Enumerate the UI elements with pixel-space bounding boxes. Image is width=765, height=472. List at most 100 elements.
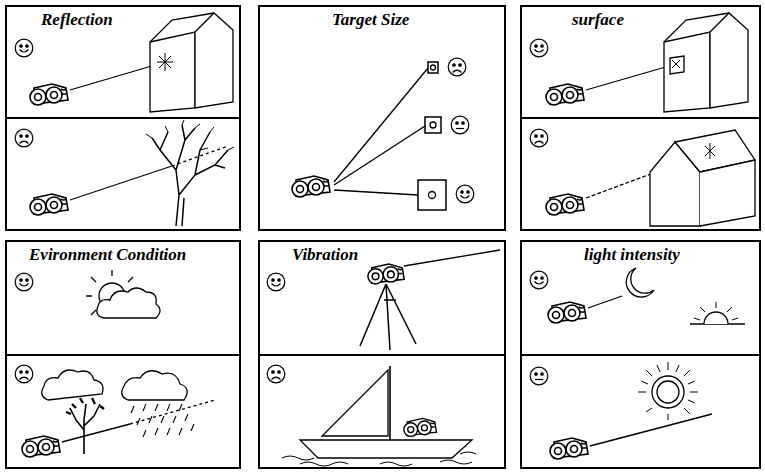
art-path xyxy=(97,288,160,318)
art-path xyxy=(664,32,710,112)
art-path xyxy=(322,370,388,436)
panel-box: surface xyxy=(520,5,761,231)
art-use xyxy=(15,129,33,147)
panel-box: Vibration xyxy=(258,240,506,469)
art-line xyxy=(334,126,425,185)
art-use xyxy=(456,185,474,203)
panel-title: Target Size xyxy=(330,10,411,30)
art-line xyxy=(130,400,215,424)
art-path xyxy=(300,440,472,458)
light-good xyxy=(530,268,745,324)
art-use xyxy=(15,273,33,291)
art-path xyxy=(704,312,728,324)
art-path xyxy=(150,13,214,42)
art-path xyxy=(146,120,234,150)
art-use xyxy=(546,84,584,105)
art-line xyxy=(334,190,418,195)
art-path xyxy=(389,366,391,440)
art-path xyxy=(150,32,195,112)
art-circle xyxy=(430,122,436,128)
art-line xyxy=(5,354,240,356)
art-path xyxy=(638,362,698,420)
panel-box: light intensity xyxy=(520,240,761,469)
art-line xyxy=(62,424,130,442)
art-path xyxy=(694,302,738,320)
art-use xyxy=(267,365,285,383)
panel-divider xyxy=(5,118,760,355)
art-use xyxy=(368,264,404,284)
environment-good xyxy=(15,270,160,318)
art-circle xyxy=(429,192,436,199)
art-use xyxy=(30,194,68,215)
art-path xyxy=(157,53,173,71)
art-path xyxy=(670,56,684,74)
art-rect xyxy=(428,62,438,73)
vibration-good xyxy=(267,250,500,350)
art-use xyxy=(548,302,586,323)
art-path xyxy=(710,13,748,108)
art-use xyxy=(404,418,437,436)
panel-title: light intensity xyxy=(582,245,682,265)
art-use xyxy=(546,194,584,215)
art-path xyxy=(122,371,187,400)
art-path xyxy=(195,13,233,108)
panel-box: Target Size xyxy=(258,5,506,231)
art-line xyxy=(70,63,162,90)
art-use xyxy=(451,116,469,134)
art-rect xyxy=(425,117,441,133)
art-use xyxy=(22,436,60,457)
art-rect xyxy=(418,180,446,210)
art-use xyxy=(550,438,588,459)
reflection-bad xyxy=(15,120,234,226)
art-path xyxy=(700,160,755,226)
panel-box: Reflection xyxy=(5,5,241,231)
art-line xyxy=(5,117,240,119)
panel-title: Evironment Condition xyxy=(27,245,188,265)
panel-box: Evironment Condition xyxy=(5,240,241,469)
art-use xyxy=(448,58,466,76)
art-use xyxy=(267,273,285,291)
light-bad xyxy=(530,362,712,459)
art-path xyxy=(360,284,416,350)
surface-good xyxy=(530,13,748,112)
art-line xyxy=(586,64,676,90)
art-use xyxy=(292,176,330,197)
art-path xyxy=(42,370,103,400)
art-use xyxy=(15,39,33,57)
panel-title: Vibration xyxy=(290,245,360,265)
art-path xyxy=(152,125,228,226)
art-use xyxy=(530,129,548,147)
art-line xyxy=(404,250,500,266)
art-use xyxy=(15,365,33,383)
art-line xyxy=(334,68,428,182)
panel-title: Reflection xyxy=(39,10,115,30)
art-path xyxy=(705,143,715,159)
panel-title: surface xyxy=(570,10,626,30)
art-circle xyxy=(657,381,679,403)
art-use xyxy=(530,39,548,57)
target-size-scene xyxy=(292,58,474,210)
art-path xyxy=(282,452,476,466)
art-use xyxy=(530,367,548,385)
art-use xyxy=(530,271,548,289)
art-use xyxy=(30,84,68,105)
art-line xyxy=(588,296,622,308)
art-line xyxy=(70,166,172,200)
art-path xyxy=(70,404,100,454)
art-path xyxy=(66,398,104,414)
art-circle xyxy=(431,65,436,70)
art-path xyxy=(664,13,729,42)
art-line xyxy=(590,414,712,446)
art-line xyxy=(520,354,760,356)
art-line xyxy=(520,117,760,119)
environment-bad xyxy=(15,365,215,457)
surface-bad xyxy=(530,129,755,226)
vibration-bad xyxy=(267,365,476,466)
art-path xyxy=(626,268,654,297)
art-circle xyxy=(652,376,684,408)
art-path xyxy=(672,60,680,68)
